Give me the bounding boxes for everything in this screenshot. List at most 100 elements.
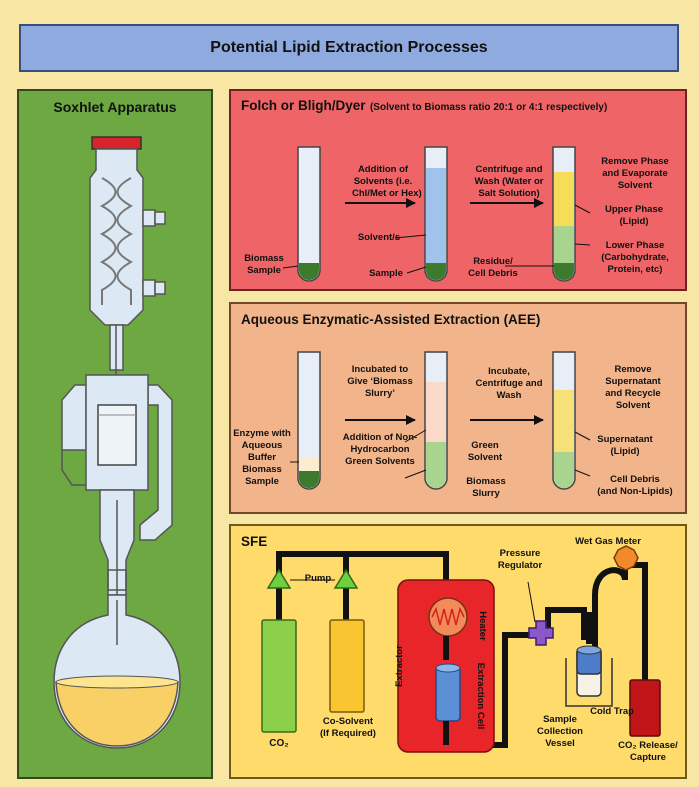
cosolvent-line1: Co-Solvent	[322, 716, 374, 727]
aee-step1b-line3: Green Solvents	[345, 456, 415, 467]
aee-step1-line2: Give ‘Biomass	[347, 376, 413, 387]
aee-step3-line4: Solvent	[615, 400, 651, 411]
aee-slurry-line1: Biomass	[466, 476, 506, 487]
header-banner: Potential Lipid Extraction Processes	[19, 24, 679, 72]
aee-slurry-line2: Slurry	[472, 488, 500, 499]
sample-coll-line1: Sample	[543, 714, 577, 725]
aee-debris-line1: Cell Debris	[610, 474, 660, 485]
pump-icon-co2	[266, 568, 292, 589]
folch-lower-label: Lower Phase (Carbohydrate, Protein, etc)	[588, 240, 682, 276]
co2-release-cylinder	[629, 679, 661, 737]
folch-biomass-line1: Biomass	[244, 253, 284, 264]
cosolvent-label: Co-Solvent (If Required)	[318, 716, 378, 740]
solvent-liquid	[55, 681, 179, 747]
extractor-label: Extractor	[394, 645, 405, 687]
aee-enzyme-line2: Aqueous	[241, 440, 283, 451]
folch-step3-line3: Solvent	[617, 180, 653, 191]
extraction-cell-label: Extraction Cell	[475, 662, 486, 730]
condenser-body	[89, 148, 144, 326]
aee-enzyme-line1: Enzyme with	[233, 428, 291, 439]
aee-step3-line1: Remove	[614, 364, 652, 375]
sfe-title: SFE	[241, 534, 268, 549]
aee-enzyme-line3: Buffer	[248, 452, 276, 463]
co2-release-line1: CO₂ Release/	[618, 740, 678, 751]
aee-step2-line3: Wash	[496, 390, 522, 401]
aee-step1b-line1: Addition of Non-	[342, 432, 418, 443]
aee-enzyme-label: Enzyme with Aqueous Buffer Biomass Sampl…	[233, 428, 291, 488]
aee-super-label: Supernatant (Lipid)	[588, 434, 662, 458]
aee-green-label: Green Solvent	[463, 440, 507, 464]
folch-step1-line1: Addition of	[357, 164, 409, 175]
aee-step1-line1: Incubated to	[351, 364, 409, 375]
cosolvent-cylinder	[329, 619, 365, 713]
folch-step3-label: Remove Phase and Evaporate Solvent	[590, 156, 680, 192]
folch-subtitle: (Solvent to Biomass ratio 20:1 or 4:1 re…	[369, 102, 608, 113]
aee-green-line2: Solvent	[467, 452, 503, 463]
sample-collection-label: Sample Collection Vessel	[530, 714, 590, 750]
sample-coll-line3: Vessel	[545, 738, 575, 749]
co2-release-label: CO₂ Release/ Capture	[610, 740, 686, 764]
aee-debris-line2: (and Non-Lipids)	[597, 486, 673, 497]
co2-release-line2: Capture	[630, 752, 666, 763]
aee-step1b-line2: Hydrocarbon	[350, 444, 410, 455]
tube-biomass	[297, 146, 321, 282]
folch-lower-line1: Lower Phase	[605, 240, 665, 251]
folch-step2-line3: Salt Solution)	[478, 188, 540, 199]
folch-lower-line3: Protein, etc)	[607, 264, 663, 275]
folch-biomass-line2: Sample	[247, 265, 281, 276]
folch-title: Folch or Bligh/Dyer	[241, 98, 366, 113]
folch-upper-line1: Upper Phase	[604, 204, 664, 215]
co2-label: CO₂	[269, 738, 289, 749]
pressure-regulator-label: Pressure Regulator	[488, 548, 552, 572]
wet-gas-meter-label: Wet Gas Meter	[575, 536, 641, 547]
aee-debris-label: Cell Debris (and Non-Lipids)	[588, 474, 682, 498]
folch-step1-line2: Solvents (i.e.	[353, 176, 413, 187]
folch-residue-line2: Cell Debris	[468, 268, 518, 279]
aee-super-line1: Supernatant	[597, 434, 653, 445]
folch-biomass-label: Biomass Sample	[240, 253, 288, 277]
aee-title: Aqueous Enzymatic-Assisted Extraction (A…	[241, 312, 541, 327]
folch-lower-line2: (Carbohydrate,	[601, 252, 669, 263]
aee-step1-label: Incubated to Give ‘Biomass Slurry’	[340, 364, 420, 400]
folch-solvents-label: Solvent/s	[357, 232, 401, 243]
folch-title-row: Folch or Bligh/Dyer (Solvent to Biomass …	[241, 97, 607, 115]
aee-step1b-label: Addition of Non- Hydrocarbon Green Solve…	[338, 432, 422, 468]
folch-step1-label: Addition of Solvents (i.e. Chl/Met or He…	[352, 164, 422, 200]
folch-upper-label: Upper Phase (Lipid)	[588, 204, 680, 228]
pressure-regulator-icon	[528, 620, 554, 646]
cold-trap-label: Cold Trap	[590, 706, 634, 717]
aee-enzyme-line4: Biomass	[242, 464, 282, 475]
folch-step2-label: Centrifuge and Wash (Water or Salt Solut…	[470, 164, 548, 200]
folch-sample-label: Sample	[369, 268, 403, 279]
tube-enzyme	[297, 351, 321, 490]
folch-step3-line2: and Evaporate	[602, 168, 668, 179]
aee-enzyme-line5: Sample	[245, 476, 279, 487]
aee-step3-line3: and Recycle	[605, 388, 661, 399]
folch-upper-line2: (Lipid)	[619, 216, 649, 227]
aee-step2-line1: Incubate,	[488, 366, 530, 377]
aee-step3-label: Remove Supernatant and Recycle Solvent	[590, 364, 676, 412]
folch-step3-line1: Remove Phase	[601, 156, 669, 167]
pump-label: Pump	[304, 573, 332, 584]
aee-step2-label: Incubate, Centrifuge and Wash	[470, 366, 548, 402]
wet-gas-meter-icon	[613, 545, 639, 571]
folch-residue-line1: Residue/	[473, 256, 513, 267]
aee-super-line2: (Lipid)	[610, 446, 640, 457]
sample-coll-line2: Collection	[537, 726, 583, 737]
extraction-cell	[435, 665, 461, 722]
aee-step1-line3: Slurry’	[364, 388, 396, 399]
pump-icon-cosolvent	[333, 568, 359, 589]
soxhlet-title: Soxhlet Apparatus	[53, 99, 177, 115]
folch-step1-line3: Chl/Met or Hex)	[352, 188, 422, 199]
folch-step2-line2: Wash (Water or	[474, 176, 544, 187]
cold-trap	[565, 658, 613, 707]
page-title: Potential Lipid Extraction Processes	[210, 39, 488, 56]
pressure-line2: Regulator	[497, 560, 543, 571]
pressure-line1: Pressure	[499, 548, 541, 559]
folch-step2-line1: Centrifuge and	[475, 164, 543, 175]
folch-residue-label: Residue/ Cell Debris	[463, 256, 523, 280]
aee-step3-line2: Supernatant	[605, 376, 661, 387]
